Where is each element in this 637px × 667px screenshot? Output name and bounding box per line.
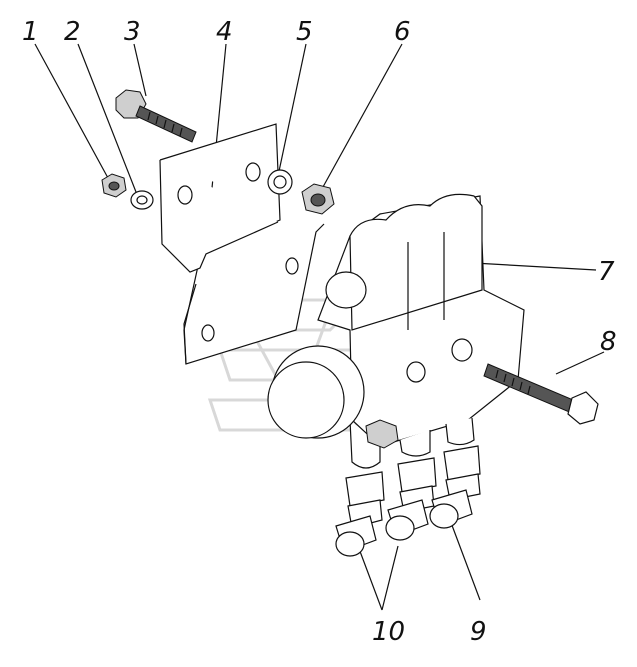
callout-5: 5: [296, 17, 313, 47]
bolt-8: [483, 363, 599, 425]
washer-5: [267, 169, 293, 195]
fitting-nut: [365, 419, 399, 449]
callout-9: 9: [470, 617, 487, 647]
valve-cap: [267, 345, 365, 439]
callout-4: 4: [216, 17, 233, 47]
leader-5: [277, 43, 307, 177]
leader-9: [449, 519, 481, 601]
leader-8: [555, 351, 605, 375]
valve-block-7: [317, 193, 525, 469]
fitting-10a: [335, 471, 385, 557]
callout-7: 7: [598, 257, 615, 287]
callout-3: 3: [124, 17, 141, 47]
callout-labels: 1 2 3 4 5 6 7 8 9 10: [22, 17, 617, 647]
leader-2: [77, 43, 137, 193]
callout-2: 2: [64, 17, 81, 47]
leader-3: [133, 43, 147, 97]
leader-10b: [381, 545, 399, 611]
leader-lines: [34, 43, 605, 611]
callout-10: 10: [372, 617, 405, 647]
callout-8: 8: [600, 327, 617, 357]
leader-6: [317, 43, 403, 197]
nut-1: [101, 173, 127, 198]
leader-10a: [357, 545, 383, 611]
callout-1: 1: [22, 17, 39, 47]
bracket-4: [159, 123, 325, 365]
leader-1: [34, 43, 109, 179]
callout-6: 6: [394, 17, 411, 47]
bolt-3: [115, 89, 197, 143]
washer-2: [130, 190, 154, 210]
fitting-10b: [385, 457, 437, 541]
fitting-9: [429, 445, 481, 529]
nut-6: [301, 183, 335, 215]
